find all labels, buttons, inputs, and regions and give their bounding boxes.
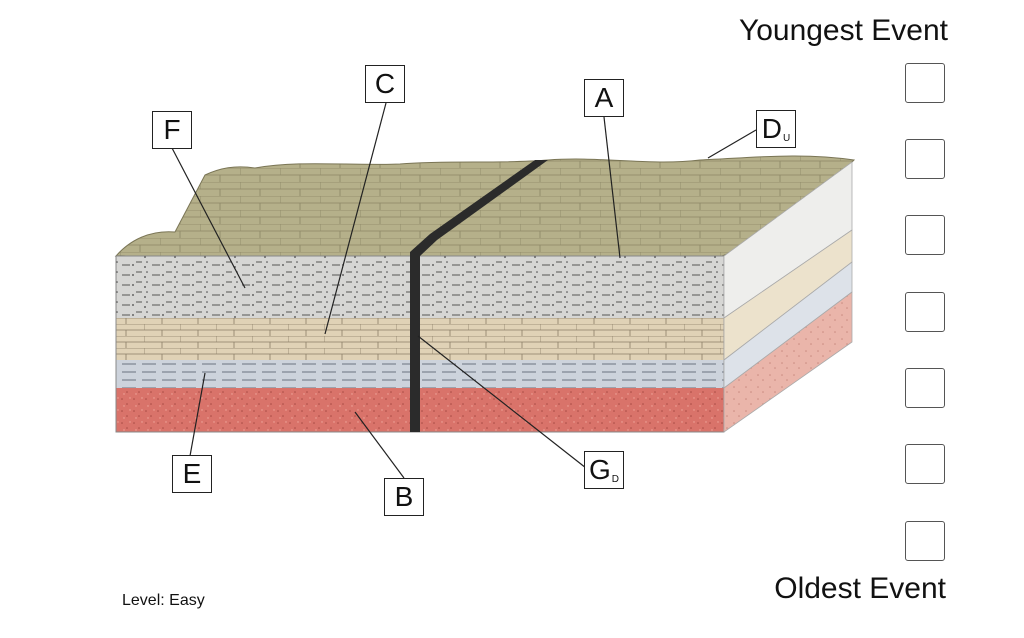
answer-slot-2[interactable] bbox=[905, 139, 945, 179]
label-C[interactable]: C bbox=[365, 65, 405, 103]
label-G-subscript: D bbox=[611, 474, 619, 485]
label-F[interactable]: F bbox=[152, 111, 192, 149]
label-E-letter: E bbox=[182, 458, 202, 489]
label-B[interactable]: B bbox=[384, 478, 424, 516]
side-B bbox=[723, 291, 853, 433]
label-D-subscript: U bbox=[783, 133, 791, 144]
label-B-letter: B bbox=[394, 481, 414, 512]
answer-slot-1[interactable] bbox=[905, 63, 945, 103]
leader-lines bbox=[171, 102, 757, 479]
answer-slot-3[interactable] bbox=[905, 215, 945, 255]
label-E[interactable]: E bbox=[172, 455, 212, 493]
label-C-letter: C bbox=[374, 68, 396, 99]
answer-slot-6[interactable] bbox=[905, 444, 945, 484]
label-G-letter: G bbox=[588, 454, 611, 485]
youngest-event-heading: Youngest Event bbox=[738, 14, 948, 47]
dike-G bbox=[410, 160, 548, 432]
label-D-letter: D bbox=[761, 113, 782, 144]
oldest-event-heading: Oldest Event bbox=[774, 572, 946, 605]
label-A[interactable]: A bbox=[584, 79, 624, 117]
answer-slot-5[interactable] bbox=[905, 368, 945, 408]
answer-slot-7[interactable] bbox=[905, 521, 945, 561]
label-F-letter: F bbox=[163, 114, 181, 145]
answer-slot-4[interactable] bbox=[905, 292, 945, 332]
level-indicator: Level: Easy bbox=[122, 592, 205, 609]
label-A-letter: A bbox=[594, 82, 614, 113]
